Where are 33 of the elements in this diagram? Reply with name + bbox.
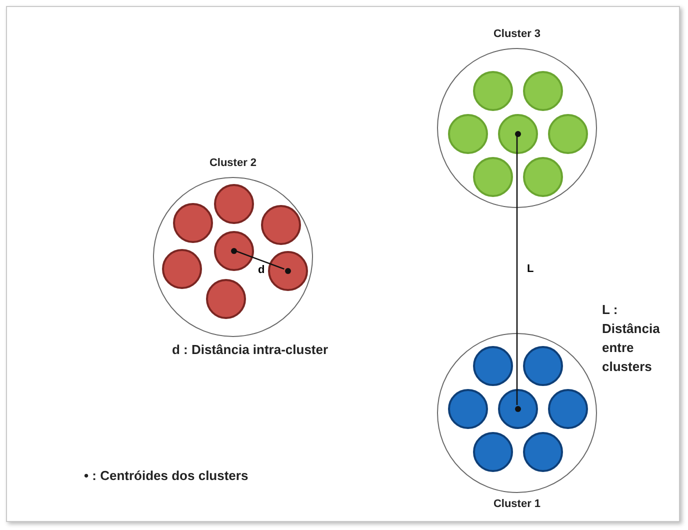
- data-point-circle: [214, 231, 254, 271]
- data-point-circle: [523, 432, 563, 472]
- data-point-circle: [473, 432, 513, 472]
- legend-note: d : Distância intra-cluster: [172, 341, 330, 359]
- legend-note: • : Centróides dos clusters: [84, 467, 250, 485]
- data-point-circle: [498, 114, 538, 154]
- data-point-circle: [206, 279, 246, 319]
- legend-note: L : Distância entre clusters: [602, 301, 661, 376]
- data-point-circle: [448, 114, 488, 154]
- cluster-title: Cluster 2: [208, 157, 258, 169]
- data-point-circle: [261, 205, 301, 245]
- data-point-circle: [523, 71, 563, 111]
- data-point-circle: [523, 157, 563, 197]
- data-point-circle: [173, 203, 213, 243]
- data-point-circle: [473, 71, 513, 111]
- distance-line: [236, 250, 284, 270]
- data-point-circle: [548, 389, 588, 429]
- data-point-circle: [548, 114, 588, 154]
- data-point-circle: [448, 389, 488, 429]
- data-point-circle: [473, 157, 513, 197]
- data-point-circle: [268, 251, 308, 291]
- centroid-dot: [515, 131, 521, 137]
- distance-line: [516, 136, 518, 405]
- centroid-dot: [515, 406, 521, 412]
- data-point-circle: [523, 346, 563, 386]
- data-point-circle: [162, 249, 202, 289]
- cluster-title: Cluster 1: [492, 498, 542, 510]
- data-point-circle: [214, 184, 254, 224]
- cluster-title: Cluster 3: [492, 28, 542, 40]
- centroid-dot: [231, 248, 237, 254]
- data-point-circle: [498, 389, 538, 429]
- centroid-dot: [285, 268, 291, 274]
- data-point-circle: [473, 346, 513, 386]
